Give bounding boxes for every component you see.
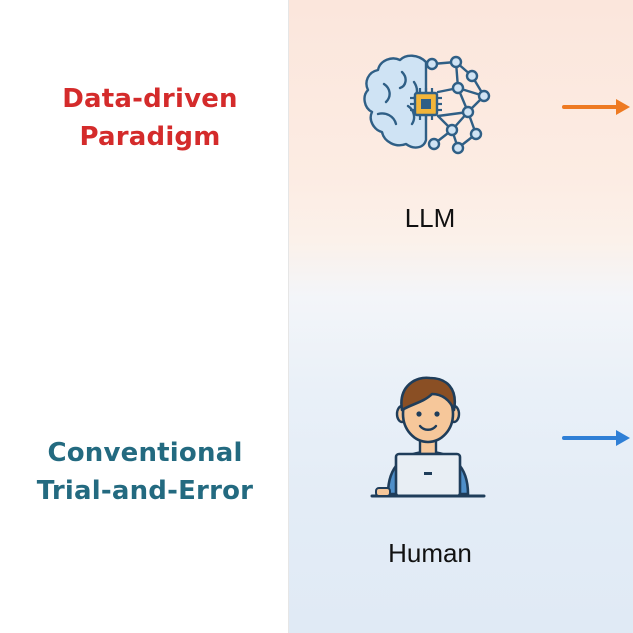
label-line: Data-driven <box>62 84 238 114</box>
arrow-right-icon <box>562 430 630 446</box>
conventional-trial-error-label: Conventional Trial-and-Error <box>10 434 280 510</box>
label-line: Trial-and-Error <box>36 476 254 506</box>
arrow-right-icon <box>562 99 630 115</box>
data-driven-paradigm-label: Data-driven Paradigm <box>30 80 270 156</box>
llm-caption: LLM <box>404 203 456 233</box>
label-line: Paradigm <box>79 122 221 152</box>
left-label-column <box>0 0 288 633</box>
label-line: Conventional <box>47 438 243 468</box>
person-at-laptop-icon <box>370 376 486 498</box>
human-caption: Human <box>388 538 472 568</box>
brain-chip-network-icon <box>363 54 491 155</box>
